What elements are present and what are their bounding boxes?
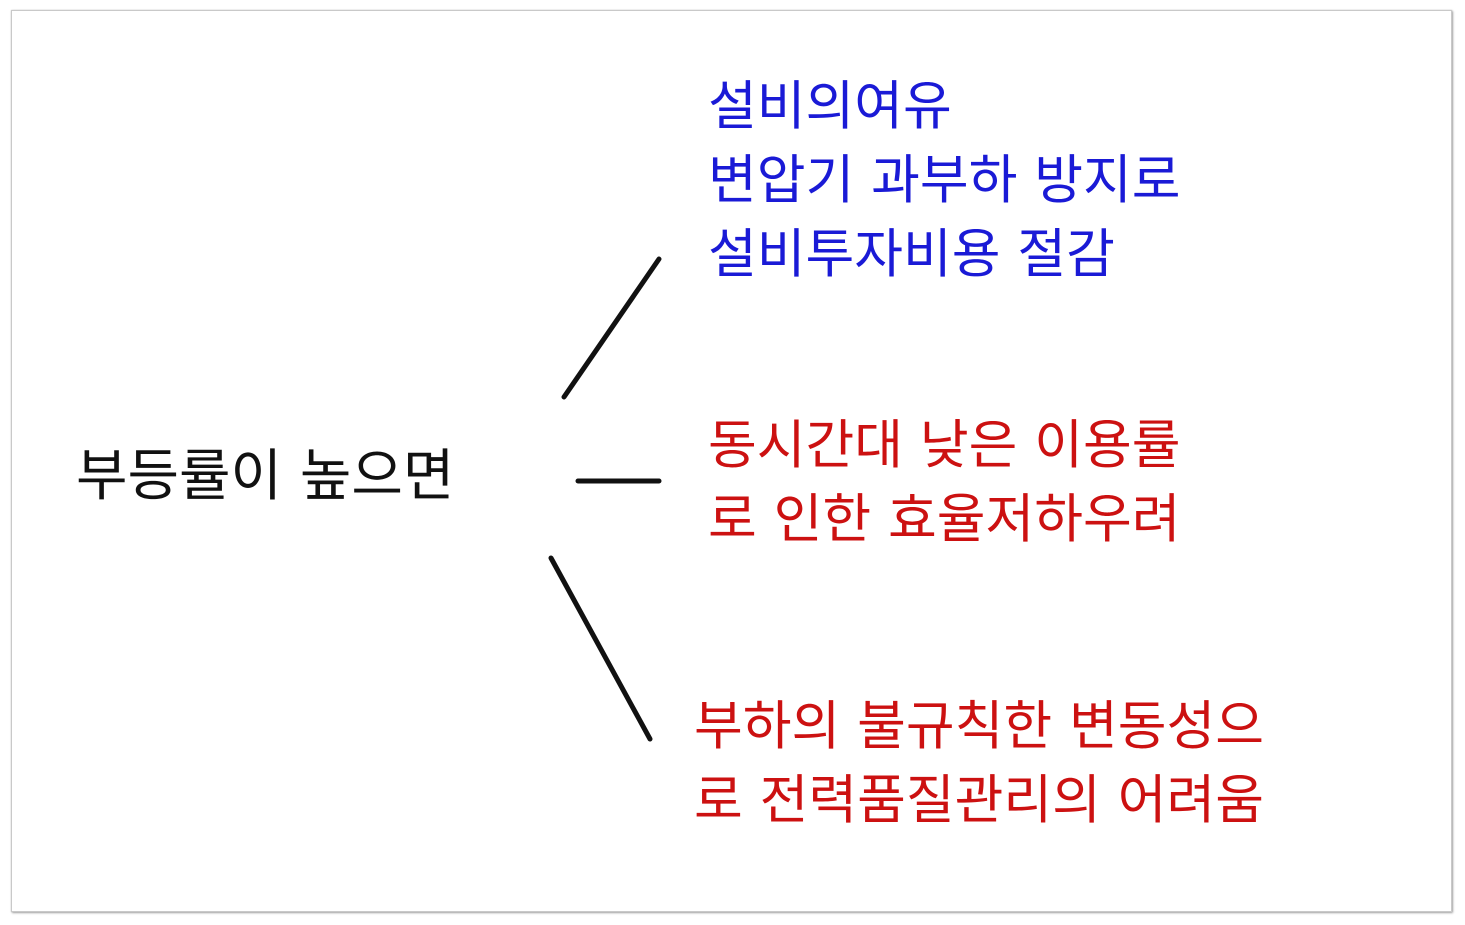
root-concept-text: 부등률이 높으면 bbox=[76, 444, 455, 509]
connector-line-lower bbox=[548, 555, 653, 742]
branch-2-line-2: 로 인한 효율저하우려 bbox=[708, 489, 1181, 550]
branch-3-line-1: 부하의 불규칙한 변동성으 bbox=[694, 696, 1265, 757]
branch-disadvantage-efficiency: 동시간대 낮은 이용률 로 인한 효율저하우려 bbox=[708, 409, 1181, 557]
branch-1-line-2: 변압기 과부하 방지로 bbox=[708, 150, 1181, 211]
branch-1-line-1: 설비의여유 bbox=[708, 76, 952, 137]
root-concept-label: 부등률이 높으면 bbox=[76, 440, 454, 514]
connector-line-upper bbox=[561, 256, 662, 400]
branch-3-line-2: 로 전력품질관리의 어려움 bbox=[694, 770, 1265, 831]
branch-1-line-3: 설비투자비용 절감 bbox=[708, 224, 1115, 285]
branch-advantage-equipment: 설비의여유 변압기 과부하 방지로 설비투자비용 절감 bbox=[708, 70, 1181, 292]
branch-2-line-1: 동시간대 낮은 이용률 bbox=[708, 415, 1181, 476]
diagram-frame bbox=[11, 10, 1452, 912]
branch-disadvantage-power-quality: 부하의 불규칙한 변동성으 로 전력품질관리의 어려움 bbox=[694, 690, 1264, 838]
